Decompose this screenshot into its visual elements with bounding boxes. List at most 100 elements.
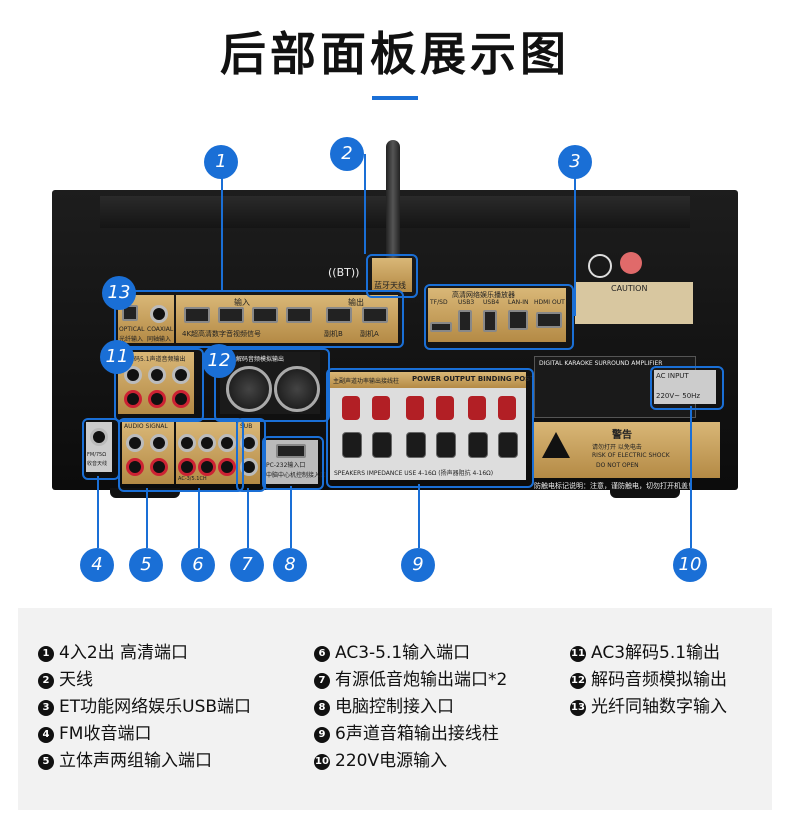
decode-rca-5 (148, 390, 166, 408)
sub-rca-2 (240, 458, 258, 476)
warning-triangle-icon (542, 432, 570, 458)
callout-badge-9: 9 (401, 548, 435, 582)
hdmi-out-label: 输出 (348, 298, 364, 307)
fm-cn-label: 收音天线 (87, 461, 108, 467)
stereo-rca-4 (150, 458, 168, 476)
line-3 (574, 176, 576, 316)
sub-rca-1 (240, 434, 258, 452)
ccc-mark-icon (588, 254, 612, 278)
optical-port (122, 305, 138, 321)
usb-header-label: 高清网络娱乐播放器 (452, 291, 515, 299)
line-1 (221, 176, 223, 290)
callout-badge-4: 4 (80, 548, 114, 582)
frame-9 (326, 368, 534, 488)
line-8 (290, 486, 292, 548)
line-2 (364, 154, 366, 254)
post-red-4 (436, 396, 454, 420)
frame-2 (366, 254, 418, 298)
warning-line2: RISK OF ELECTRIC SHOCK (592, 452, 670, 459)
legend-item-text: ET功能网络娱乐USB端口 (59, 697, 252, 717)
legend-item-text: 电脑控制接入口 (335, 697, 454, 717)
title-underline (372, 96, 418, 100)
legend-item-text: 4入2出 高清端口 (59, 643, 189, 663)
post-red-5 (468, 396, 486, 420)
ac-input-label: AC INPUT (656, 372, 689, 380)
legend-item-text: AC3-5.1输入端口 (335, 643, 471, 663)
usb4-label: USB4 (483, 299, 500, 306)
product-label-title: DIGITAL KARAOKE SURROUND AMPLIFIER (539, 360, 663, 367)
legend-item-text: 光纤同轴数字输入 (591, 697, 727, 717)
decode-rca-4 (124, 390, 142, 408)
legend-item-text: 220V电源输入 (335, 751, 448, 771)
qc-pass-sticker (620, 252, 642, 274)
sub-label: SUB (240, 423, 253, 430)
hdmi-out-net-port (536, 312, 562, 328)
post-black-1 (342, 432, 362, 458)
bottom-warning-strip: 防触电标记说明：注意，谨防触电，切勿打开机盖！ (534, 482, 695, 490)
post-red-6 (498, 396, 516, 420)
callout-badge-2: 2 (330, 137, 364, 171)
xlr-right-port (274, 366, 320, 412)
fm-label: FM/75Ω (87, 452, 107, 458)
post-black-2 (372, 432, 392, 458)
line-6 (198, 488, 200, 548)
ac3-input-plate: AC-3/5.1CH (176, 422, 236, 484)
audio-signal-label: AUDIO SIGNAL (124, 423, 168, 430)
hdmi-header-label: 4K超高清数字音视频信号 (182, 330, 262, 338)
pc232-label: PC-232输入口 (266, 462, 306, 469)
warning-line3: DO NOT OPEN (596, 462, 639, 469)
post-black-3 (406, 432, 426, 458)
ac3-rca-6 (218, 458, 236, 476)
warning-line1: 请勿打开 以免电击 (592, 444, 642, 451)
legend-item-text: 有源低音炮输出端口*2 (335, 670, 508, 690)
legend-number-badge: 4 (38, 727, 54, 743)
callout-badge-3: 3 (558, 145, 592, 179)
fm-block: FM/75Ω 收音天线 (86, 422, 112, 472)
hdmi-out-b-port (362, 307, 388, 323)
legend-box (18, 608, 772, 810)
usb3-label: USB3 (458, 299, 475, 306)
hdmi-out-a-port (326, 307, 352, 323)
callout-badge-8: 8 (273, 548, 307, 582)
line-5 (146, 488, 148, 548)
xlr-plate: 解码音频模拟输出 (220, 352, 320, 414)
power-output-cn: 主副声道功率输出接线柱 (333, 378, 400, 385)
decode-51-header: 解码5.1声道音频输出 (128, 356, 186, 363)
antenna-label: 蓝牙天线 (374, 281, 406, 290)
ac-input-block: AC INPUT 220V~ 50Hz (654, 370, 716, 404)
hdmi-out-a-label: 副机A (360, 330, 379, 338)
speaker-impedance-label: SPEAKERS IMPEDANCE USE 4-16Ω (扬声器阻抗 4-16… (334, 470, 494, 477)
usb3-port (458, 310, 472, 332)
post-black-5 (468, 432, 488, 458)
line-4 (97, 476, 99, 548)
hdmi-in-4-port (286, 307, 312, 323)
legend-item-text: AC3解码5.1输出 (591, 643, 721, 663)
legend-number-badge: 7 (314, 673, 330, 689)
warning-title: 警告 (612, 430, 632, 441)
callout-badge-1: 1 (204, 145, 238, 179)
binding-posts-area: SPEAKERS IMPEDANCE USE 4-16Ω (扬声器阻抗 4-16… (330, 388, 526, 480)
line-9 (418, 484, 420, 548)
post-red-2 (372, 396, 390, 420)
frame-8 (262, 436, 324, 490)
ac3-label: AC-3/5.1CH (178, 476, 207, 482)
sub-output-plate: SUB (238, 422, 260, 484)
optical-label: OPTICAL (119, 326, 145, 333)
callout-badge-6: 6 (181, 548, 215, 582)
decode-rca-6 (172, 390, 190, 408)
legend-item-text: 6声道音箱输出接线柱 (335, 724, 499, 744)
decode-rca-3 (172, 366, 190, 384)
frame-12 (214, 348, 330, 422)
lan-port (508, 310, 528, 330)
warning-label: 警告 请勿打开 以免电击 RISK OF ELECTRIC SHOCK DO N… (534, 422, 720, 478)
tf-sd-label: TF/SD (430, 299, 448, 306)
ac3-rca-4 (178, 458, 196, 476)
fm-port (90, 428, 108, 446)
line-10 (690, 406, 692, 548)
usb-network-plate: 高清网络娱乐播放器 TF/SD USB3 USB4 LAN-IN HDMI OU… (428, 288, 566, 342)
